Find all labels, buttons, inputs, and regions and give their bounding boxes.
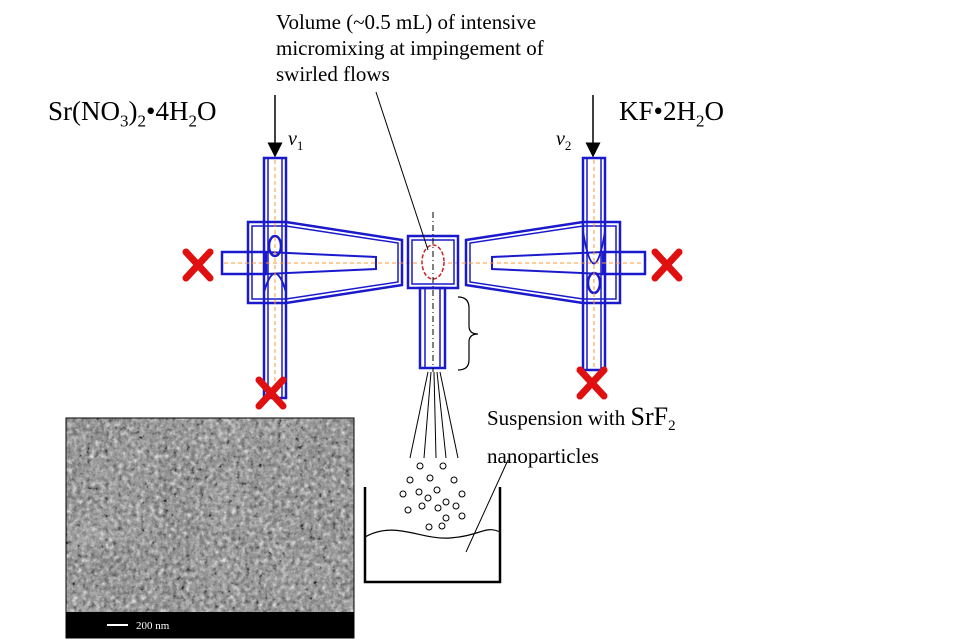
scale-bar-label: 200 nm (136, 620, 170, 632)
cross-icon (651, 248, 683, 282)
reagent-right-label: KF•2H2O (619, 96, 724, 131)
reagent-left-label: Sr(NO3)2•4H2O (48, 96, 217, 131)
liquid-surface (364, 529, 501, 539)
collection-beaker (363, 487, 502, 584)
suspension-pointer (465, 459, 509, 553)
spray-jet (409, 371, 459, 459)
volume-caption-line: swirled flows (276, 62, 390, 86)
flow-rate-right: v2 (556, 128, 572, 153)
cross-icon (255, 376, 287, 410)
volume-caption-line: micromixing at impingement of (276, 36, 544, 60)
micromixing-zone (421, 244, 445, 280)
volume-caption-line: Volume (~0.5 mL) of intensive (276, 10, 537, 34)
sem-image: 200 nm (65, 417, 355, 639)
cross-icon (182, 248, 214, 282)
cross-icon (576, 366, 608, 400)
nanoparticles (399, 462, 466, 531)
volume-pointer (375, 91, 429, 251)
flow-rate-left: v1 (288, 128, 304, 153)
right-swirl-unit (464, 156, 647, 372)
outlet-brace (457, 296, 479, 371)
left-swirl-unit (220, 156, 404, 400)
volume-caption: Volume (~0.5 mL) of intensive micromixin… (276, 9, 544, 87)
suspension-caption: Suspension with SrF2 nanoparticles (487, 402, 676, 469)
